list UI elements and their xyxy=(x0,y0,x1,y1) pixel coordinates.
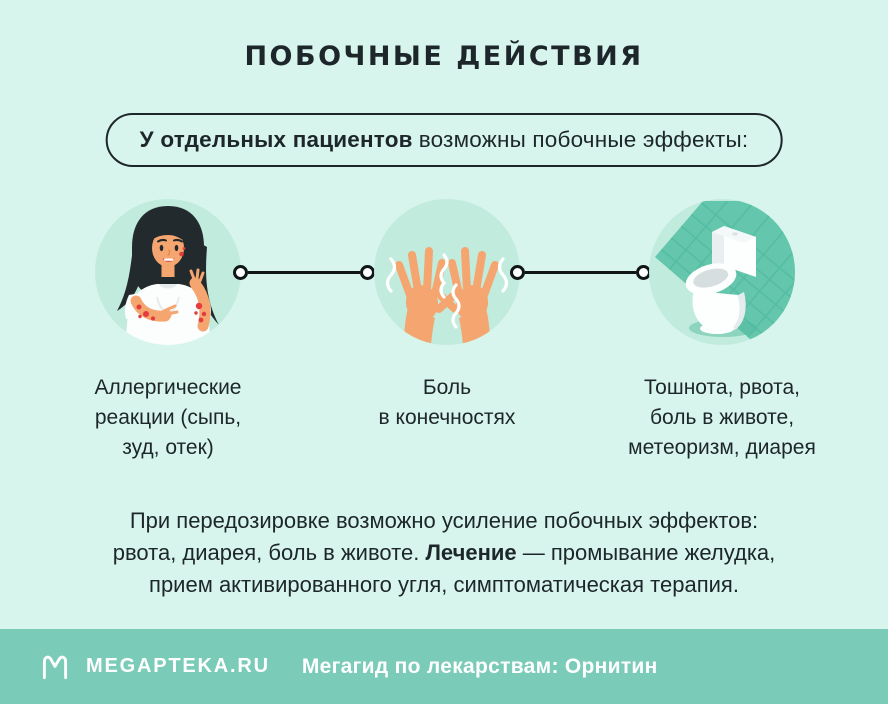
banner-rest-text: возможны побочные эффекты: xyxy=(418,127,749,152)
note-line: прием активированного угля, симптоматиче… xyxy=(0,569,888,601)
toilet-illustration xyxy=(649,199,795,345)
note-text: — промывание желудка, xyxy=(516,540,776,565)
label-line: Тошнота, рвота, xyxy=(644,376,800,399)
label-line: реакции (сыпь, xyxy=(94,406,242,429)
label-line: зуд, отек) xyxy=(122,436,214,459)
banner-bold-text: У отдельных пациентов xyxy=(139,127,413,152)
label-line: Аллергические xyxy=(94,376,242,399)
footer-brand: MEGAPTEKA.RU xyxy=(86,655,270,677)
connector-ring-icon xyxy=(233,265,248,280)
toilet-icon xyxy=(649,199,795,345)
effect-label-gastro: Тошнота, рвота, боль в животе, метеоризм… xyxy=(592,373,852,463)
label-line: в конечностях xyxy=(378,406,516,429)
note-text: рвота, диарея, боль в животе. xyxy=(112,540,426,565)
allergic-woman-illustration xyxy=(95,199,241,345)
label-line: метеоризм, диарея xyxy=(628,436,816,459)
note-text: прием активированного угля, симптоматиче… xyxy=(149,572,739,597)
allergic-woman-icon xyxy=(95,199,241,345)
note-text: При передозировке возможно усиление побо… xyxy=(129,508,759,533)
effect-label-limb-pain: Боль в конечностях xyxy=(317,373,577,433)
overdose-note: При передозировке возможно усиление побо… xyxy=(0,505,888,601)
label-line: боль в животе, xyxy=(649,406,795,429)
connector-rule xyxy=(525,271,636,274)
note-bold-text: Лечение xyxy=(425,540,517,565)
note-line: рвота, диарея, боль в животе. Лечение — … xyxy=(0,537,888,569)
footer-tagline: Мегагид по лекарствам: Орнитин xyxy=(301,654,658,678)
label-line: Боль xyxy=(422,376,472,399)
trembling-hands-icon xyxy=(374,199,520,345)
megapteka-m-icon xyxy=(42,655,68,679)
note-line: При передозировке возможно усиление побо… xyxy=(0,505,888,537)
connector-ring-icon xyxy=(360,265,375,280)
connector-ring-icon xyxy=(510,265,525,280)
connector-rule xyxy=(248,271,360,274)
subtitle-banner: У отдельных пациентов возможны побочные … xyxy=(105,113,783,167)
page-title: ПОБОЧНЫЕ ДЕЙСТВИЯ xyxy=(244,41,644,72)
trembling-hands-illustration xyxy=(374,199,520,345)
footer-bar: MEGAPTEKA.RU Мегагид по лекарствам: Орни… xyxy=(0,629,888,704)
effect-label-allergic: Аллергические реакции (сыпь, зуд, отек) xyxy=(38,373,298,463)
connector-line xyxy=(233,265,375,280)
connector-line xyxy=(510,265,651,280)
